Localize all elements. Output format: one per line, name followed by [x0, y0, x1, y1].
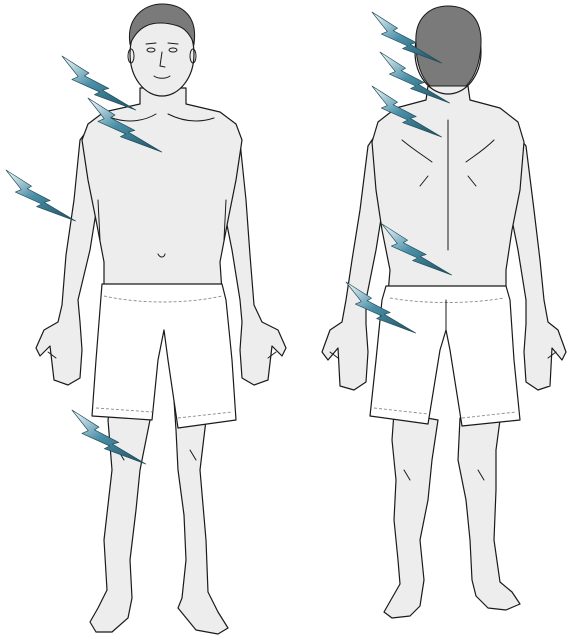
back-hair — [416, 6, 481, 86]
front-view-figure — [36, 4, 286, 634]
front-left-leg — [90, 395, 152, 632]
back-right-leg — [458, 418, 520, 610]
front-right-leg — [174, 400, 228, 634]
back-shorts — [370, 286, 520, 426]
front-shorts — [92, 284, 236, 428]
back-left-leg — [384, 412, 438, 618]
lightning-bolt-icon — [6, 170, 76, 221]
back-view-figure — [322, 6, 566, 618]
lightning-bolt-icon — [62, 56, 136, 110]
